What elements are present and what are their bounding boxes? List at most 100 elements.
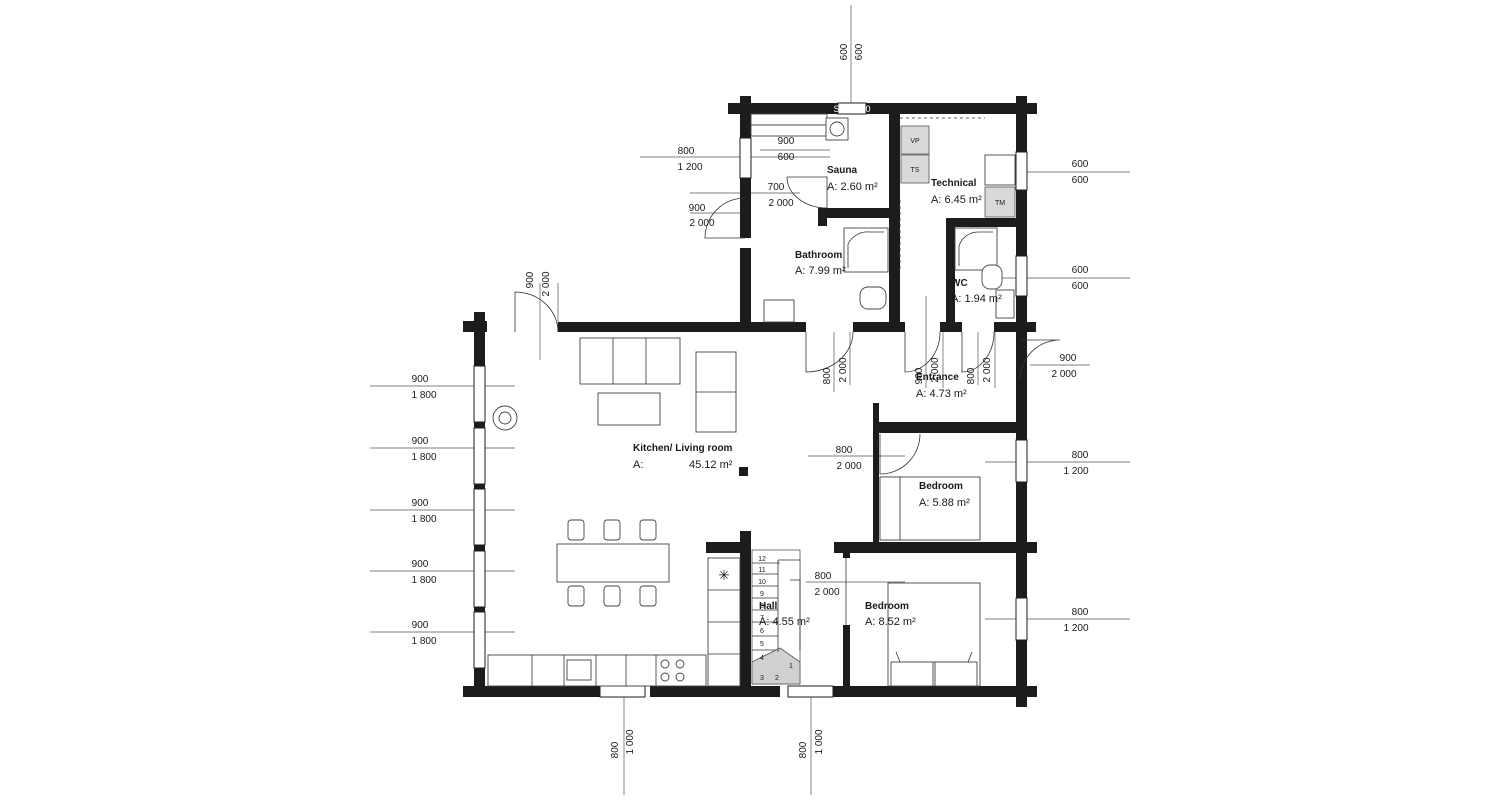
room-area-label: A: xyxy=(633,459,643,471)
room-name: Entrance xyxy=(916,372,959,383)
dim-label: 900 xyxy=(412,374,429,385)
dim-label: 800 xyxy=(798,741,809,758)
dim-label: 900 xyxy=(914,367,925,384)
dim-label: 900 xyxy=(689,203,706,214)
sill-label: Sill 220 xyxy=(475,441,485,471)
room-name: Bedroom xyxy=(865,601,909,612)
dim-label: 900 xyxy=(525,271,536,288)
sill-label: Sill 220 xyxy=(475,564,485,594)
stair-number: 8 xyxy=(760,603,764,610)
room-name: WC xyxy=(951,278,968,289)
room-area: A: 4.73 m² xyxy=(916,388,967,400)
dim-label: 800 xyxy=(1072,450,1089,461)
dim-label: 600 xyxy=(778,152,795,163)
room-name: Technical xyxy=(931,178,977,189)
room-name: Kitchen/ Living room xyxy=(633,443,733,454)
dim-label: 800 xyxy=(815,571,832,582)
dim-label: 1 800 xyxy=(411,514,436,525)
staircase: 12 11 10 9 8 7 6 5 4 3 2 1 xyxy=(751,549,801,685)
fixture-label-vp: VP xyxy=(910,138,920,145)
dim-label: 900 xyxy=(412,498,429,509)
fixture-label-ts: TS xyxy=(911,167,920,174)
room-area: A: 8.52 m² xyxy=(865,616,916,628)
dim-label: 2 000 xyxy=(982,357,993,382)
doors xyxy=(514,176,1061,625)
room-area: 45.12 m² xyxy=(689,459,733,471)
stair-number: 9 xyxy=(760,591,764,598)
dim-label: 800 xyxy=(822,367,833,384)
dim-label: 900 xyxy=(412,559,429,570)
stair-number: 5 xyxy=(760,641,764,648)
sill-label: Sill 820 xyxy=(1017,446,1027,476)
room-labels: Sauna A: 2.60 m² Technical A: 6.45 m² Ba… xyxy=(633,165,1002,628)
dim-label: 600 xyxy=(854,43,865,60)
room-name: Bedroom xyxy=(919,481,963,492)
room-area: A: 2.60 m² xyxy=(827,181,878,193)
dim-label: 2 000 xyxy=(689,218,714,229)
dim-label: 2 000 xyxy=(838,357,849,382)
fan-icon: ✳ xyxy=(718,567,730,583)
sill-label: Sill 1 420 xyxy=(833,104,870,114)
sill-label: Sill 820 xyxy=(741,143,751,173)
dim-label: 800 xyxy=(678,146,695,157)
dim-label: 1 200 xyxy=(1063,623,1088,634)
sill-label: Sill 1 020 xyxy=(603,686,640,696)
dim-label: 700 xyxy=(768,182,785,193)
stair-number: 12 xyxy=(758,556,766,563)
dim-label: 2 000 xyxy=(814,587,839,598)
windows xyxy=(473,102,1028,698)
dim-label: 2 000 xyxy=(930,357,941,382)
dim-label: 1 800 xyxy=(411,636,436,647)
sill-label: Sill 220 xyxy=(475,502,485,532)
dim-label: 800 xyxy=(610,741,621,758)
sill-label: Sill 1 020 xyxy=(791,686,828,696)
fixture-label-tm: TM xyxy=(995,200,1005,207)
sill-label: Sill 1 420 xyxy=(1017,152,1027,189)
stair-number: 6 xyxy=(760,628,764,635)
dim-label: 2 000 xyxy=(836,461,861,472)
dim-label: 600 xyxy=(839,43,850,60)
stair-number: 7 xyxy=(760,615,764,622)
room-area: A: 6.45 m² xyxy=(931,194,982,206)
dim-label: 1 800 xyxy=(411,575,436,586)
stair-number: 4 xyxy=(760,655,764,662)
sill-label: Sill 820 xyxy=(1017,604,1027,634)
dim-label: 600 xyxy=(1072,265,1089,276)
furniture: ✳ xyxy=(487,113,1016,687)
dim-label: 1 800 xyxy=(411,452,436,463)
room-area: A: 1.94 m² xyxy=(951,293,1002,305)
sill-label: Sill 220 xyxy=(475,379,485,409)
room-area: A: 4.55 m² xyxy=(759,616,810,628)
dim-label: 2 000 xyxy=(768,198,793,209)
dim-label: 900 xyxy=(1060,353,1077,364)
dim-label: 600 xyxy=(1072,159,1089,170)
room-area: A: 7.99 m² xyxy=(795,265,846,277)
sill-label: Sill 220 xyxy=(475,625,485,655)
dim-label: 2 000 xyxy=(1051,369,1076,380)
room-area: A: 5.88 m² xyxy=(919,497,970,509)
stair-number: 3 xyxy=(760,675,764,682)
dim-label: 1 000 xyxy=(625,729,636,754)
sill-label: Sill 1 420 xyxy=(1017,257,1027,294)
stair-number: 1 xyxy=(789,663,793,670)
stair-number: 10 xyxy=(758,579,766,586)
dimension-labels: 600 600 800 1 200 900 600 700 2 000 900 … xyxy=(411,43,1088,758)
room-name: Bathroom xyxy=(795,250,842,261)
dim-label: 900 xyxy=(412,620,429,631)
sill-labels: Sill 220 Sill 220 Sill 220 Sill 220 Sill… xyxy=(475,104,1027,696)
dim-label: 900 xyxy=(778,136,795,147)
stair-number: 2 xyxy=(775,675,779,682)
dim-label: 900 xyxy=(412,436,429,447)
room-name: Sauna xyxy=(827,165,857,176)
dim-label: 1 200 xyxy=(677,162,702,173)
dim-label: 800 xyxy=(1072,607,1089,618)
dim-label: 2 000 xyxy=(541,271,552,296)
dim-label: 1 000 xyxy=(814,729,825,754)
room-name: Hall xyxy=(759,601,778,612)
dim-label: 1 200 xyxy=(1063,466,1088,477)
dim-label: 600 xyxy=(1072,175,1089,186)
dim-label: 600 xyxy=(1072,281,1089,292)
stair-number: 11 xyxy=(758,567,765,574)
dim-label: 1 800 xyxy=(411,390,436,401)
